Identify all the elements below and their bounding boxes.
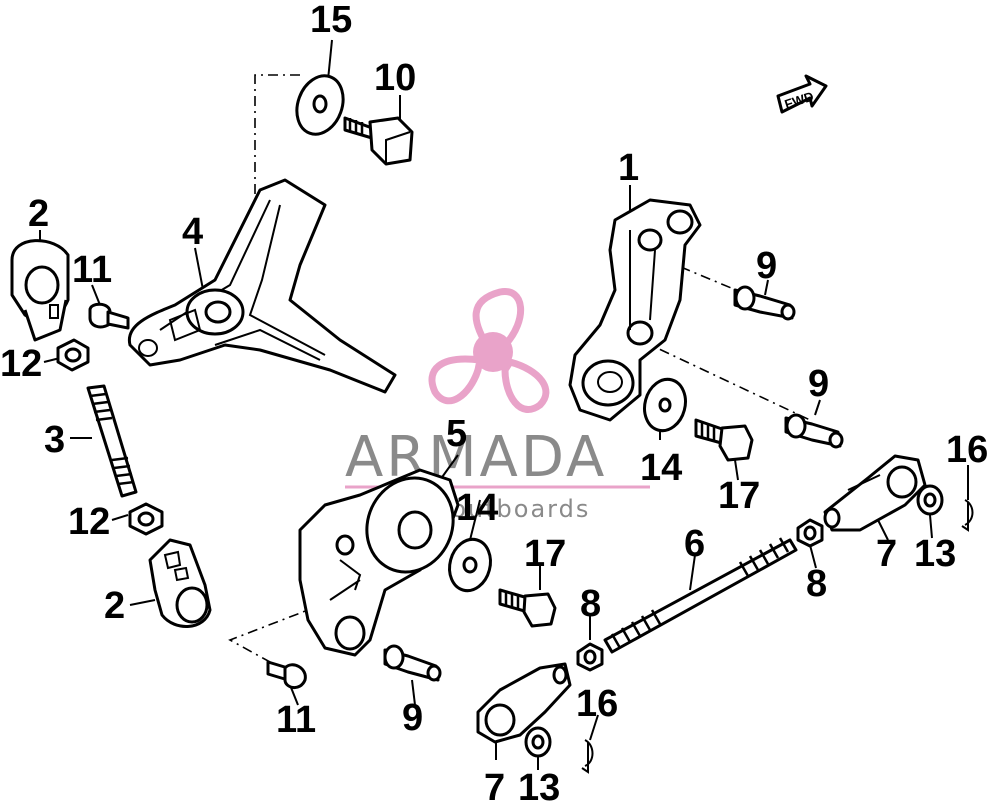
- armada-watermark: ARMADA marine outboards: [345, 288, 650, 523]
- part-4-bracket: [127, 178, 397, 394]
- callout-3: 3: [44, 419, 65, 461]
- callout-2: 2: [28, 193, 49, 235]
- callout-7: 7: [484, 767, 505, 804]
- part-6-rod: [603, 537, 798, 654]
- part-7-left-rod-end: [476, 662, 572, 744]
- callout-9: 9: [402, 697, 423, 739]
- part-13-left-washer: [524, 726, 552, 758]
- callout-17: 17: [718, 475, 760, 517]
- forward-arrow-icon: [776, 74, 828, 114]
- part-9-upper-pin: [733, 285, 796, 321]
- callout-15: 15: [310, 0, 352, 41]
- part-14-lower-washer: [448, 537, 492, 593]
- part-17-upper-bolt: [694, 418, 754, 462]
- part-9-lower-pin: [383, 644, 442, 682]
- callout-17: 17: [524, 533, 566, 575]
- callout-8: 8: [580, 583, 601, 625]
- part-9-middle-pin: [784, 413, 844, 449]
- part-14-upper-washer: [643, 377, 687, 433]
- callout-11: 11: [72, 249, 112, 291]
- part-3-stud: [86, 384, 138, 498]
- callout-12: 12: [0, 343, 42, 385]
- callout-5: 5: [446, 413, 467, 455]
- callout-7: 7: [876, 533, 897, 575]
- part-13-right-washer: [916, 484, 944, 516]
- part-16-left-clip: [581, 739, 594, 774]
- leader-lines: [39, 39, 969, 770]
- callout-10: 10: [374, 57, 416, 99]
- callout-6: 6: [684, 523, 705, 565]
- part-12-lower-nut: [128, 502, 164, 536]
- callout-8: 8: [806, 563, 827, 605]
- callout-16: 16: [946, 429, 988, 471]
- watermark-brand: ARMADA: [345, 425, 607, 490]
- part-7-right-rod-end: [823, 454, 927, 532]
- part-10-bolt: [343, 116, 414, 166]
- callout-9: 9: [756, 245, 777, 287]
- part-11-lower-bolt: [266, 660, 307, 689]
- part-2-lower-cap: [148, 538, 212, 628]
- callout-13: 13: [914, 533, 956, 575]
- callout-12: 12: [68, 501, 110, 543]
- callout-14: 14: [640, 447, 682, 489]
- callout-9: 9: [808, 363, 829, 405]
- part-15-washer: [295, 74, 345, 136]
- part-1-bellcrank: [568, 198, 702, 422]
- callout-1: 1: [618, 147, 639, 189]
- part-17-lower-bolt: [498, 588, 557, 628]
- callout-11: 11: [276, 699, 316, 741]
- callout-2: 2: [104, 585, 125, 627]
- callout-4: 4: [182, 211, 203, 253]
- fwd-direction-badge: FWD: [776, 74, 828, 114]
- callout-16: 16: [576, 683, 618, 725]
- callout-14: 14: [456, 487, 498, 529]
- part-12-upper-nut: [56, 338, 90, 372]
- callout-13: 13: [518, 767, 560, 804]
- part-8-right-nut: [796, 518, 824, 548]
- propeller-logo-icon: [428, 288, 550, 413]
- part-11-upper-bolt: [88, 302, 130, 330]
- part-5-lever: [298, 468, 460, 657]
- part-8-left-nut: [576, 642, 604, 672]
- part-16-right-clip: [961, 499, 974, 532]
- part-2-upper-cap: [10, 239, 70, 342]
